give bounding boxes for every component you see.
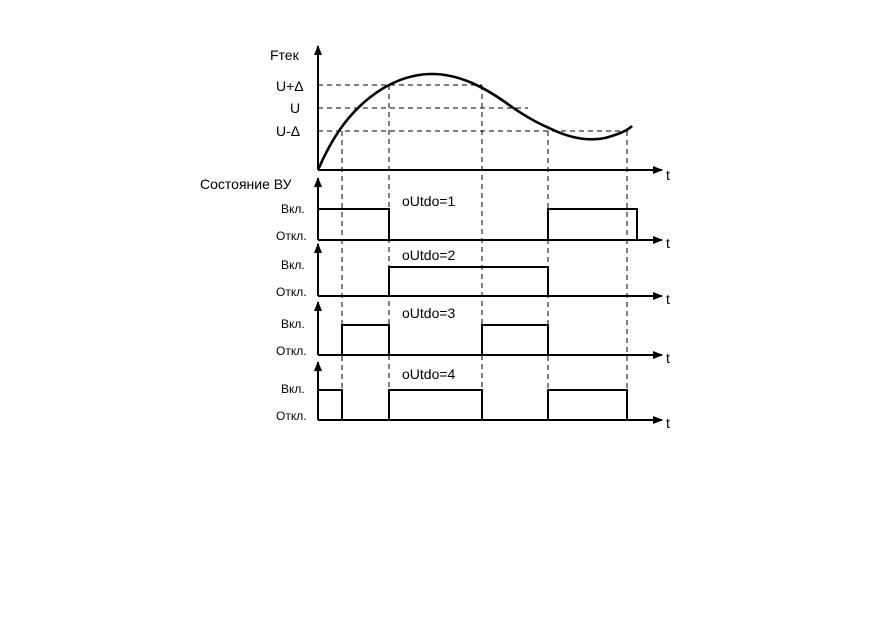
mode-4-plot: Вкл. Откл. t oUtdo=4: [276, 361, 670, 431]
mode-2-off-label: Откл.: [276, 285, 307, 299]
mode-3-t-label: t: [666, 350, 670, 366]
mode-1-t-label: t: [666, 235, 670, 251]
mode-3-title: oUtdo=3: [402, 305, 456, 321]
mode-2-plot: Вкл. Откл. t oUtdo=2: [276, 243, 670, 307]
mode-3-on-label: Вкл.: [281, 317, 305, 331]
process-value-plot: Fтек t U+Δ U U-Δ: [270, 45, 670, 183]
switch-markers: [341, 85, 628, 420]
mode-1-off-label: Откл.: [276, 229, 307, 243]
level-setpoint-label: U: [290, 100, 300, 116]
level-lower-label: U-Δ: [276, 123, 300, 139]
mode-3-off-label: Откл.: [276, 344, 307, 358]
mode-1-title: oUtdo=1: [402, 193, 456, 209]
x-axis-label: t: [666, 167, 670, 183]
mode-1-plot: Вкл. Откл. t oUtdo=1: [276, 177, 670, 251]
mode-2-on-label: Вкл.: [281, 258, 305, 272]
mode-2-signal: [318, 266, 549, 297]
state-title: Состояние ВУ: [200, 176, 292, 192]
mode-2-t-label: t: [666, 291, 670, 307]
mode-3-signal: [318, 324, 549, 356]
y-axis-label: Fтек: [270, 47, 300, 63]
level-upper-label: U+Δ: [276, 78, 304, 94]
mode-4-t-label: t: [666, 415, 670, 431]
mode-1-on-label: Вкл.: [281, 202, 305, 216]
mode-1-signal: [318, 208, 638, 241]
mode-3-plot: Вкл. Откл. t oUtdo=3: [276, 301, 670, 366]
mode-4-off-label: Откл.: [276, 409, 307, 423]
mode-4-title: oUtdo=4: [402, 366, 456, 382]
mode-4-signal: [318, 389, 628, 421]
mode-4-on-label: Вкл.: [281, 382, 305, 396]
process-curve: [316, 72, 633, 171]
mode-2-title: oUtdo=2: [402, 247, 456, 263]
